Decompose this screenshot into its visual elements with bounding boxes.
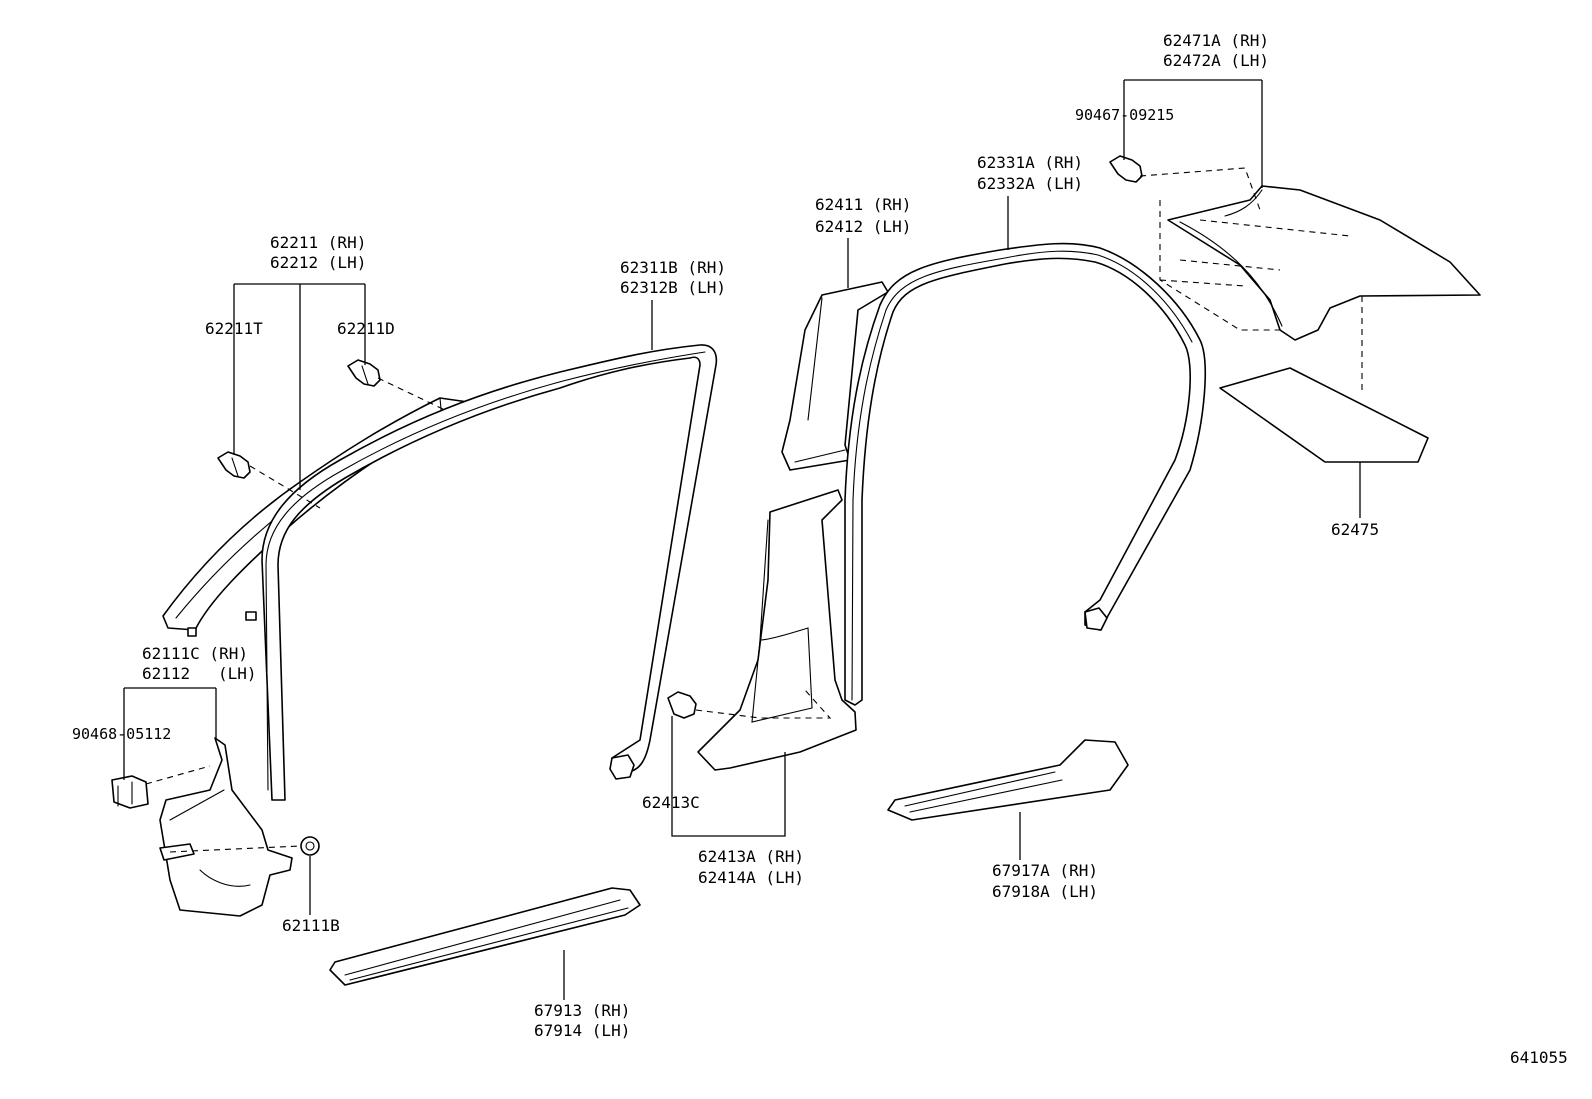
label-67918a-lh: 67918A (LH) <box>992 882 1098 901</box>
quarter-panel-62475 <box>1219 367 1429 463</box>
diagram-id: 641055 <box>1510 1048 1568 1067</box>
label-62211-rh: 62211 (RH) <box>270 233 366 252</box>
label-62332a-lh: 62332A (LH) <box>977 174 1083 193</box>
label-62331a-rh: 62331A (RH) <box>977 153 1083 172</box>
leader-lines <box>123 79 1361 1000</box>
label-62411-rh: 62411 (RH) <box>815 195 911 214</box>
label-62211d: 62211D <box>337 319 395 338</box>
clip-90467 <box>1109 155 1143 183</box>
label-62413c: 62413C <box>642 793 700 812</box>
clip-62111b <box>300 836 320 856</box>
label-62111b: 62111B <box>282 916 340 935</box>
label-62212-lh: 62212 (LH) <box>270 253 366 272</box>
label-62413a-rh: 62413A (RH) <box>698 847 804 866</box>
label-62211t: 62211T <box>205 319 263 338</box>
label-62112: 62112 <box>142 664 190 683</box>
rear-scuff-plate <box>887 739 1129 821</box>
front-door-weatherstrip <box>261 344 718 801</box>
clip-62413c <box>667 691 697 719</box>
label-62312b-lh: 62312B (LH) <box>620 278 726 297</box>
label-90468-05112: 90468-05112 <box>72 725 171 743</box>
label-62311b-rh: 62311B (RH) <box>620 258 726 277</box>
part-labels: 62211 (RH) 62212 (LH) 62211T 62211D 6231… <box>72 31 1568 1067</box>
clip-62211t <box>217 451 251 479</box>
label-67913-rh: 67913 (RH) <box>534 1001 630 1020</box>
cowl-side-trim <box>159 737 293 917</box>
label-62472a-lh: 62472A (LH) <box>1163 51 1269 70</box>
clip-62211d <box>347 359 381 387</box>
label-62475: 62475 <box>1331 520 1379 539</box>
label-90467-09215: 90467-09215 <box>1075 106 1174 124</box>
front-scuff-plate <box>329 887 641 986</box>
label-67914-lh: 67914 (LH) <box>534 1021 630 1040</box>
label-62471a-rh: 62471A (RH) <box>1163 31 1269 50</box>
clip-90468 <box>111 775 149 809</box>
label-67917a-rh: 67917A (RH) <box>992 861 1098 880</box>
assembly-dashed-lines <box>145 167 1363 853</box>
label-62414a-lh: 62414A (LH) <box>698 868 804 887</box>
label-62111c-rh: 62111C (RH) <box>142 644 248 663</box>
label-62412-lh: 62412 (LH) <box>815 217 911 236</box>
label-62112-lh-suffix: (LH) <box>218 664 257 683</box>
center-pillar-lower-garnish <box>697 489 857 771</box>
rear-door-weatherstrip <box>844 242 1206 706</box>
